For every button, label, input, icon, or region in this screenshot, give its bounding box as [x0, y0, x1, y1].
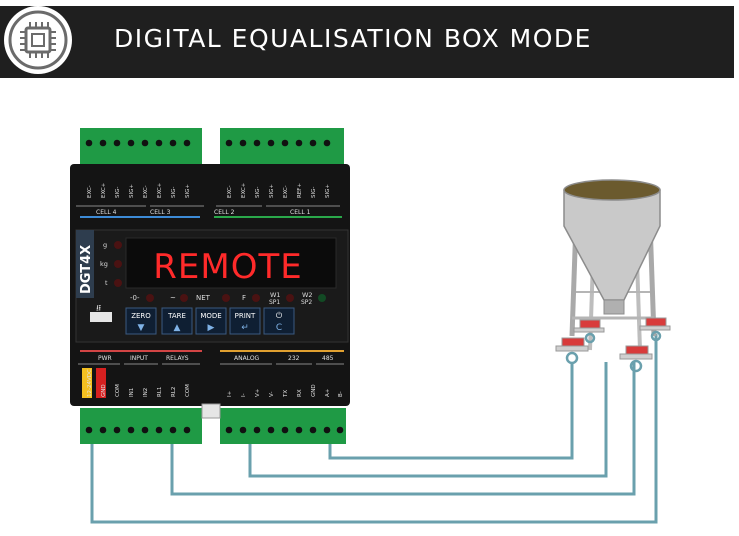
pin-label: 12-24VDC: [87, 369, 93, 397]
pin-label: SIG+: [129, 184, 135, 198]
pin-label: SIG+: [325, 184, 331, 198]
pin-label: V+: [255, 388, 261, 397]
svg-text:PRINT: PRINT: [235, 312, 256, 320]
page-title: DIGITAL EQUALISATION BOX MODE: [114, 24, 592, 53]
bottom-terminal-right: [220, 408, 346, 444]
pin-label: B-: [338, 391, 344, 397]
pin-label: IN1: [129, 388, 135, 397]
svg-text:C: C: [276, 323, 282, 333]
pin-label: COM: [185, 384, 191, 397]
load-cell-4: [645, 317, 667, 327]
pin-label: REF+: [297, 183, 303, 198]
print-button[interactable]: PRINT ↵: [229, 307, 261, 335]
top-pin-labels: EXC- EXC+ SIG- SIG+ EXC- EXC+ SIG- SIG+ EXC- EXC+…: [87, 182, 331, 198]
cell-2-label: CELL 2: [214, 209, 235, 216]
svg-text:SP2: SP2: [301, 299, 312, 306]
led-t-label: t: [105, 279, 108, 287]
pin-label: GND: [311, 384, 317, 397]
cell-3-label: CELL 3: [150, 209, 171, 216]
pin-label: TX: [283, 390, 289, 398]
indicator-f: F: [242, 294, 246, 302]
svg-text:TARE: TARE: [167, 312, 186, 320]
pin-label: V-: [269, 392, 275, 397]
load-cell-3: [579, 319, 601, 329]
group-input: INPUT: [130, 355, 148, 362]
led-g-label: g: [103, 241, 107, 249]
svg-text:⭿: ⭿: [96, 304, 101, 313]
pin-label: EXC-: [227, 185, 233, 198]
mode-button[interactable]: MODE ▶: [195, 307, 227, 335]
top-terminal-left: [80, 128, 202, 166]
group-485: 485: [322, 355, 334, 362]
display-text: REMOTE: [153, 247, 302, 287]
wire-4: [90, 334, 658, 524]
group-pwr: PWR: [98, 355, 112, 362]
pin-label: SIG-: [311, 187, 317, 198]
pin-label: EXC+: [157, 182, 163, 198]
led-kg-label: kg: [100, 260, 108, 268]
pin-label: RL1: [157, 387, 163, 397]
pin-label: I-: [241, 393, 247, 397]
wire-2: [248, 362, 608, 478]
led-t: [114, 279, 122, 287]
power-clear-button[interactable]: ⏻ C: [263, 307, 295, 335]
led-kg: [114, 260, 122, 268]
svg-text:W1: W1: [270, 291, 281, 299]
svg-text:▲: ▲: [174, 323, 181, 333]
top-terminal-right: [220, 128, 344, 166]
wire-1: [328, 362, 574, 460]
svg-text:MODE: MODE: [200, 312, 221, 320]
usb-icon: ⭿: [90, 304, 112, 322]
svg-text:W2: W2: [302, 291, 313, 299]
display-screen: [125, 237, 337, 289]
pin-label: SIG-: [255, 187, 261, 198]
pin-label: GND: [101, 384, 107, 397]
tare-button[interactable]: TARE ▲: [161, 307, 193, 335]
svg-text:▶: ▶: [208, 323, 215, 333]
pin-label: SIG+: [269, 184, 275, 198]
group-analog: ANALOG: [234, 355, 260, 362]
pin-label: EXC+: [101, 182, 107, 198]
pin-label: SIG+: [185, 184, 191, 198]
pin-label: EXC+: [241, 182, 247, 198]
pin-label: SIG-: [171, 187, 177, 198]
silo: [555, 179, 671, 360]
group-232: 232: [288, 355, 300, 362]
pin-label: EXC-: [143, 185, 149, 198]
pin-label: A+: [325, 388, 331, 397]
indicator-net: NET: [196, 294, 211, 302]
zero-button[interactable]: ZERO ▼: [125, 307, 157, 335]
bottom-pin-labels: 12-24VDC GND COM IN1 IN2 RL1 RL2 COM I+ I- V+ V- TX R…: [87, 369, 344, 398]
svg-text:ZERO: ZERO: [131, 312, 151, 320]
wire-3: [170, 362, 636, 496]
group-relays: RELAYS: [166, 355, 189, 362]
pin-label: RL2: [171, 387, 177, 397]
pin-label: RX: [297, 389, 303, 397]
svg-text:⏻: ⏻: [276, 311, 283, 320]
indicator-zero: -0-: [130, 294, 140, 302]
pin-label: SIG-: [115, 187, 121, 198]
pin-label: I+: [227, 390, 233, 397]
indicator-stable: ~: [170, 294, 176, 302]
svg-text:SP1: SP1: [269, 299, 280, 306]
cell-4-label: CELL 4: [96, 209, 117, 216]
led-g: [114, 241, 122, 249]
pin-label: EXC-: [283, 185, 289, 198]
svg-text:▼: ▼: [138, 323, 145, 333]
svg-text:↵: ↵: [241, 323, 249, 333]
chip-icon: [4, 6, 72, 74]
brand-logo: DGT4X: [79, 245, 94, 294]
pin-label: IN2: [143, 388, 149, 397]
header-banner: [0, 6, 734, 78]
bottom-terminal-left: [80, 408, 202, 444]
cell-1-label: CELL 1: [290, 209, 311, 216]
pin-label: COM: [115, 384, 121, 397]
pin-label: EXC-: [87, 185, 93, 198]
wires: [90, 334, 658, 524]
